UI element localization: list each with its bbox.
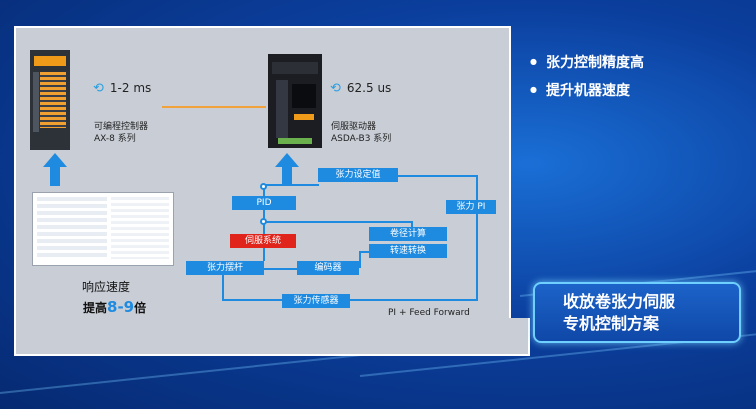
servo-system-block: 伺服系统 <box>230 234 296 248</box>
speed-prefix: 提高 <box>83 301 108 315</box>
connector-line <box>263 184 265 196</box>
connector-line <box>476 175 478 200</box>
servo-model: ASDA-B3 系列 <box>331 134 392 144</box>
tension-arm-block: 张力摆杆 <box>186 261 264 275</box>
connector-line <box>350 299 478 301</box>
summing-junction <box>260 218 267 225</box>
arrow-stem <box>50 166 60 186</box>
feedforward-label: PI + Feed Forward <box>388 308 470 318</box>
feature-bullet-1: 张力控制精度高 <box>530 52 644 72</box>
connector-line <box>263 248 265 261</box>
speed-value: 8-9 <box>107 298 135 316</box>
servo-cycle-time: ⟲ 62.5 us <box>330 81 391 96</box>
speed-suffix: 倍 <box>134 301 147 315</box>
connector-line <box>411 221 413 227</box>
connector-line <box>398 175 478 177</box>
tension-pi-block: 张力 PI <box>446 200 496 214</box>
connector-line <box>222 275 224 301</box>
response-speed-label: 响应速度 <box>82 280 131 294</box>
connector-line <box>359 251 369 253</box>
diagram-panel-tab <box>490 318 530 356</box>
arrow-up-icon <box>43 153 67 167</box>
tension-sensor-block: 张力传感器 <box>282 294 350 308</box>
solution-title-line1: 收放卷张力伺服 <box>563 292 676 311</box>
plc-cycle-time: ⟲ 1-2 ms <box>93 81 151 96</box>
speed-improvement: 提高8-9倍 <box>83 298 146 316</box>
plc-name: 可编程控制器 <box>94 122 149 132</box>
connector-line <box>263 184 319 186</box>
arrow-up-icon <box>275 153 299 167</box>
solution-title-line2: 专机控制方案 <box>563 314 660 333</box>
plc-device-image <box>30 50 70 150</box>
servo-cycle-label: 62.5 us <box>346 81 392 95</box>
encoder-block: 编码器 <box>297 261 359 275</box>
roll-diameter-calc-block: 卷径计算 <box>369 227 447 241</box>
tension-setpoint-block: 张力设定值 <box>318 168 398 182</box>
arrow-stem <box>282 166 292 186</box>
connector-line <box>263 221 413 223</box>
software-screenshot <box>32 192 174 266</box>
connector-line <box>359 251 361 268</box>
summing-junction <box>260 183 267 190</box>
connector-line <box>222 299 282 301</box>
plc-cycle-label: 1-2 ms <box>109 81 152 95</box>
plc-servo-link <box>162 106 266 108</box>
feature-bullet-2: 提升机器速度 <box>530 80 630 100</box>
solution-title-box: 收放卷张力伺服 专机控制方案 <box>533 282 741 343</box>
connector-line <box>264 268 297 270</box>
cycle-icon: ⟲ <box>330 81 341 96</box>
servo-name: 伺服驱动器 <box>331 122 377 132</box>
speed-conversion-block: 转速转换 <box>369 244 447 258</box>
cycle-icon: ⟲ <box>93 81 104 96</box>
connector-line <box>476 214 478 300</box>
servo-drive-image <box>268 54 322 148</box>
pid-block: PID <box>232 196 296 210</box>
plc-model: AX-8 系列 <box>94 134 136 144</box>
diagram-panel <box>14 26 511 356</box>
